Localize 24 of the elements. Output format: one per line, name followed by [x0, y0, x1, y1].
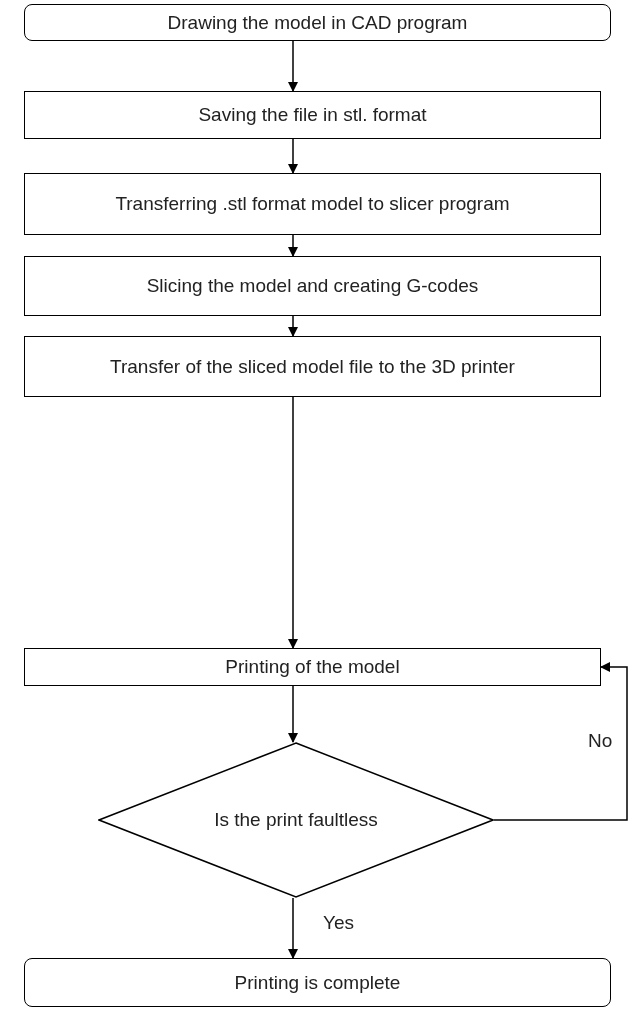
step-text: Printing is complete — [233, 970, 402, 995]
arrow — [493, 662, 628, 821]
arrow — [288, 40, 298, 92]
decision-diamond — [98, 742, 494, 898]
step-text: Is the print faultless — [213, 808, 379, 832]
process-box — [24, 336, 601, 397]
arrow — [288, 396, 298, 649]
arrow — [288, 897, 298, 959]
arrow — [288, 685, 298, 743]
process-box — [24, 91, 601, 139]
step-text: Transfer of the sliced model file to the 3D printer — [109, 354, 516, 379]
terminal-box — [24, 4, 611, 41]
step-text: Drawing the model in CAD program — [166, 10, 469, 35]
step-text: Transferring .stl format model to slicer program — [114, 192, 511, 216]
process-box — [24, 173, 601, 235]
arrow — [288, 234, 298, 257]
process-box — [24, 648, 601, 686]
step-text: Printing of the model — [224, 655, 401, 679]
step-text: Slicing the model and creating G-codes — [145, 274, 480, 298]
arrow — [288, 315, 298, 337]
step-text: Saving the file in stl. format — [197, 103, 428, 127]
arrow — [288, 138, 298, 174]
process-box — [24, 256, 601, 316]
terminal-box — [24, 958, 611, 1007]
